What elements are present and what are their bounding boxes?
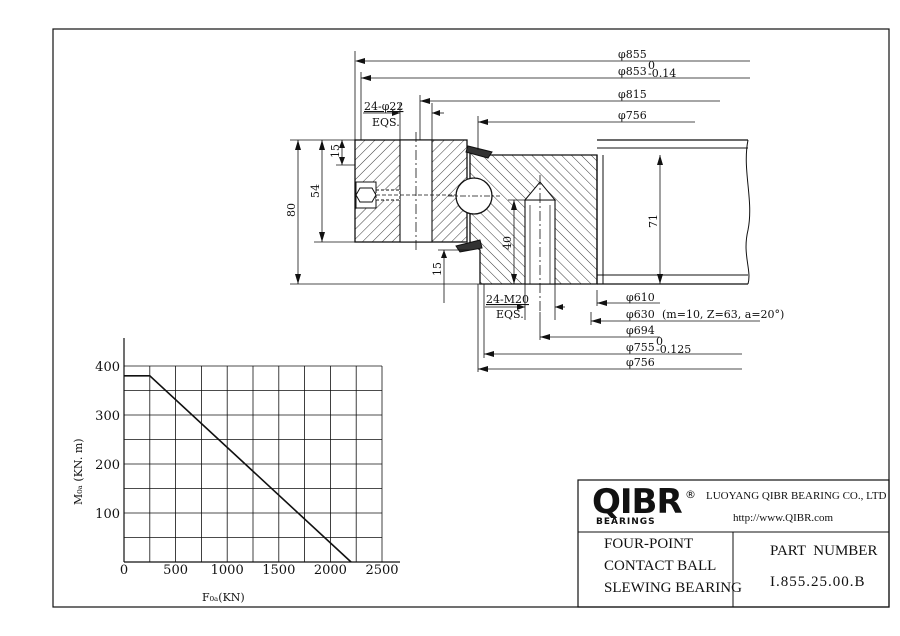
sheet-border: [52, 28, 890, 608]
y-tick-label: 100: [95, 507, 120, 522]
height-71: 71: [647, 214, 660, 228]
x-tick-label: 2000: [314, 563, 347, 578]
x-tick-label: 0: [120, 563, 128, 578]
dim-756-bottom: φ756: [626, 356, 655, 369]
dimension-lines: [290, 51, 760, 372]
dim-756-top: φ756: [618, 109, 647, 122]
dimension-labels: φ855 φ853 0 -0.14 φ815 φ756 24-φ22 EQS. …: [285, 48, 784, 369]
gear-spec: (m=10, Z=63, a=20°): [662, 308, 784, 321]
dim-610: φ610: [626, 291, 655, 304]
y-tick-label: 400: [95, 360, 120, 375]
company-website: http://www.QIBR.com: [733, 512, 834, 524]
height-15-bottom: 15: [431, 262, 444, 276]
tol-853-lower: -0.14: [648, 67, 676, 80]
load-limit-line: [124, 375, 352, 563]
x-tick-label: 1500: [262, 563, 295, 578]
description-line-3: SLEWING BEARING: [604, 580, 742, 596]
x-tick-label: 2500: [365, 563, 398, 578]
dim-755: φ755: [626, 341, 655, 354]
dim-853: φ853: [618, 65, 647, 78]
x-tick-label: 500: [163, 563, 188, 578]
inner-holes-spec: 24-M20: [486, 293, 529, 306]
dim-855: φ855: [618, 48, 647, 61]
company-name: LUOYANG QIBR BEARING CO., LTD: [706, 490, 887, 502]
tol-853-upper: 0: [648, 59, 655, 72]
outer-holes-spec: 24-φ22: [364, 100, 403, 113]
y-tick-label: 200: [95, 458, 120, 473]
dim-815: φ815: [618, 88, 647, 101]
load-chart: 0 500 1000 1500 2000 2500 100 200 300 400 M₀ₐ (KN…: [72, 338, 400, 604]
part-number-label: PART NUMBER: [770, 543, 878, 559]
dim-694: φ694: [626, 324, 655, 337]
outer-holes-eqs: EQS.: [372, 116, 400, 129]
height-80: 80: [285, 203, 298, 217]
height-15-top: 15: [329, 144, 342, 158]
x-tick-label: 1000: [211, 563, 244, 578]
inner-holes-eqs: EQS.: [496, 308, 524, 321]
chart-grid: [123, 365, 383, 563]
y-tick-label: 300: [95, 409, 120, 424]
tol-755-lower: -0.125: [656, 343, 691, 356]
height-40: 40: [501, 236, 514, 250]
description-line-2: CONTACT BALL: [604, 558, 717, 574]
tol-755-upper: 0: [656, 335, 663, 348]
dim-630: φ630: [626, 308, 655, 321]
description-line-1: FOUR-POINT: [604, 536, 694, 552]
brand-sub: BEARINGS: [596, 517, 656, 527]
part-number-value: I.855.25.00.B: [770, 574, 866, 590]
chart-xlabel: F₀ₐ(KN): [202, 591, 245, 604]
registered-mark: ®: [685, 488, 696, 501]
dimension-arrows: [295, 58, 663, 372]
chart-axes: [123, 338, 400, 563]
bearing-cross-section: [354, 132, 751, 312]
height-54: 54: [309, 184, 322, 198]
brand-name: QIBR: [592, 482, 683, 522]
chart-ylabel: M₀ₐ (KN. m): [72, 438, 85, 505]
chart-tick-labels: 0 500 1000 1500 2000 2500 100 200 300 400: [95, 360, 398, 578]
title-block: [577, 479, 890, 608]
